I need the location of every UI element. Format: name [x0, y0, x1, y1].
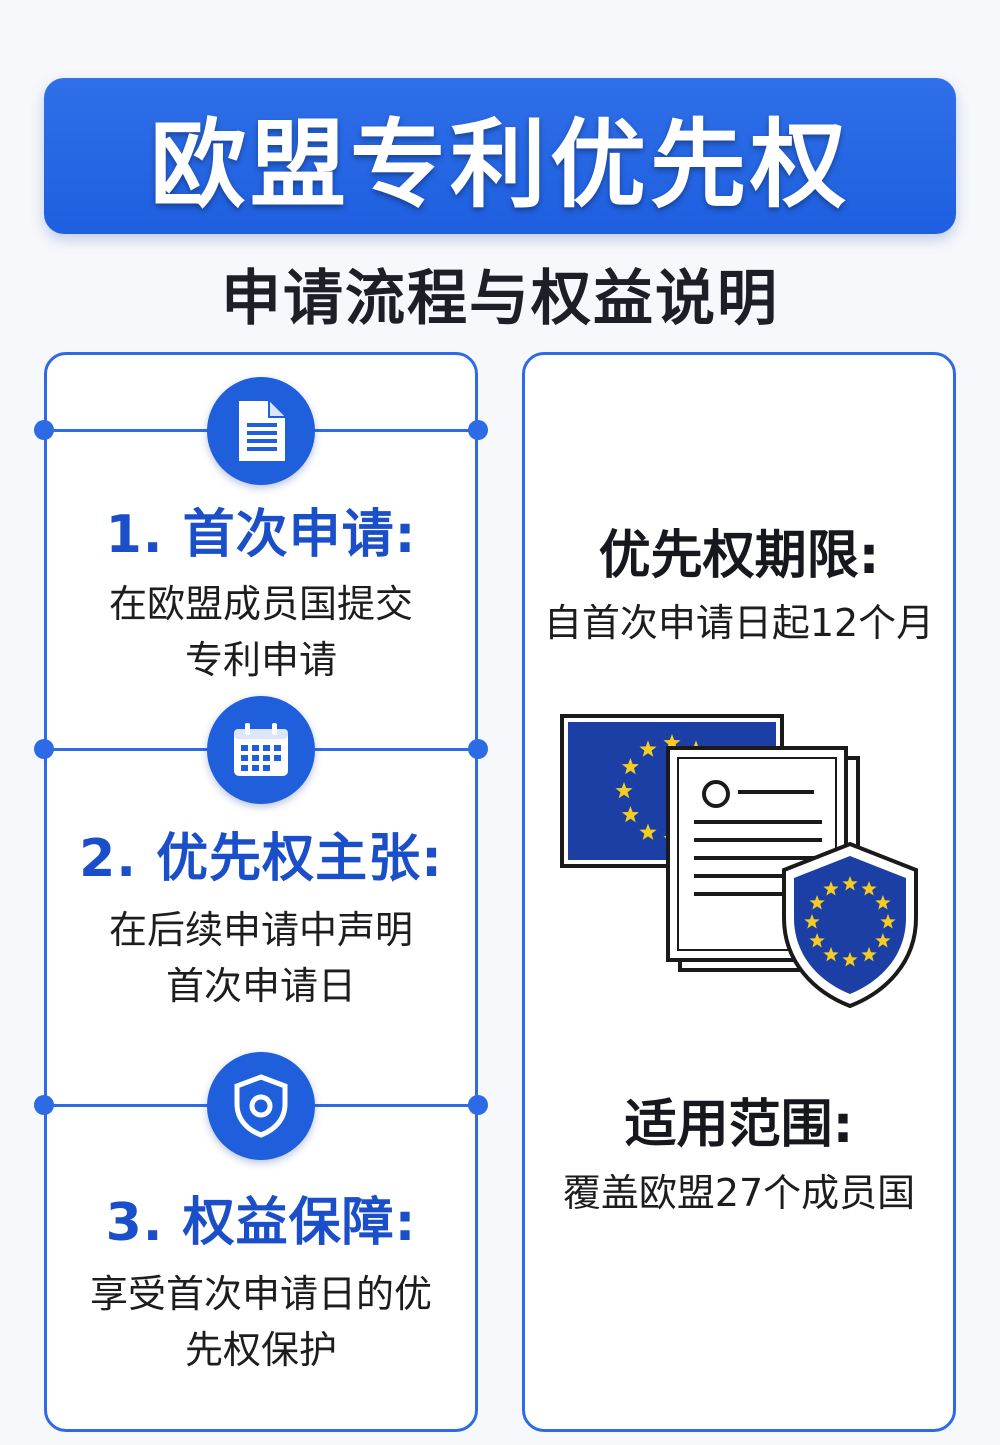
eu-shield-icon: [782, 841, 918, 1009]
scope-title: 适用范围:: [624, 1095, 854, 1155]
eu-star-icon: [875, 933, 891, 948]
step2-icon-badge: [207, 696, 315, 804]
step2-desc-line2: 首次申请日: [165, 964, 356, 1008]
eu-star-icon: [809, 895, 825, 910]
connector-dot: [34, 1095, 54, 1115]
connector-dot: [34, 420, 54, 440]
connector-dot: [468, 420, 488, 440]
step2-title: 2. 优先权主张:: [79, 829, 443, 889]
eu-star-icon: [842, 952, 858, 967]
period-text: 自首次申请日起12个月: [543, 601, 935, 645]
eu-star-icon: [875, 895, 891, 910]
eu-star-icon: [615, 782, 633, 799]
document-icon: [239, 401, 285, 461]
eu-patent-illustration: [560, 714, 918, 1009]
eu-star-icon: [621, 758, 639, 775]
eu-star-icon: [823, 881, 839, 896]
eu-star-icon: [880, 914, 896, 929]
step3-icon-badge: [207, 1052, 315, 1160]
eu-star-icon: [861, 946, 877, 962]
title-banner: 欧盟专利优先权: [44, 78, 956, 234]
step2-desc-line1: 在后续申请中声明: [108, 908, 413, 952]
eu-star-icon: [842, 876, 858, 891]
connector-dot: [34, 739, 54, 759]
calendar-icon: [234, 723, 288, 776]
eu-star-icon: [639, 823, 657, 840]
steps-card: [44, 352, 478, 1432]
step3-title: 3. 权益保障:: [105, 1193, 417, 1253]
eu-star-icon: [639, 740, 657, 757]
step3-desc-line2: 先权保护: [184, 1328, 337, 1372]
eu-star-icon: [823, 946, 839, 962]
page-subtitle: 申请流程与权益说明: [221, 264, 779, 334]
document-stack-icon: [666, 746, 860, 972]
step1-desc-line2: 专利申请: [184, 638, 337, 682]
step2-description: 在后续申请中声明 首次申请日: [81, 902, 441, 1014]
connector-dot: [468, 1095, 488, 1115]
step1-desc-line1: 在欧盟成员国提交: [108, 582, 413, 626]
step3-desc-line1: 享受首次申请日的优: [89, 1272, 432, 1316]
eu-star-icon: [663, 734, 681, 751]
connector-dot: [468, 739, 488, 759]
eu-star-icon: [809, 933, 825, 948]
step1-title: 1. 首次申请:: [105, 505, 417, 565]
shield-icon: [234, 1074, 288, 1138]
step3-description: 享受首次申请日的优 先权保护: [64, 1266, 458, 1378]
step1-description: 在欧盟成员国提交 专利申请: [81, 576, 441, 688]
page-title: 欧盟专利优先权: [150, 108, 850, 221]
period-title: 优先权期限:: [598, 526, 880, 586]
eu-star-icon: [621, 806, 639, 823]
scope-text: 覆盖欧盟27个成员国: [562, 1171, 916, 1215]
eu-star-icon: [861, 881, 877, 896]
eu-star-icon: [804, 914, 820, 929]
step1-icon-badge: [207, 377, 315, 485]
